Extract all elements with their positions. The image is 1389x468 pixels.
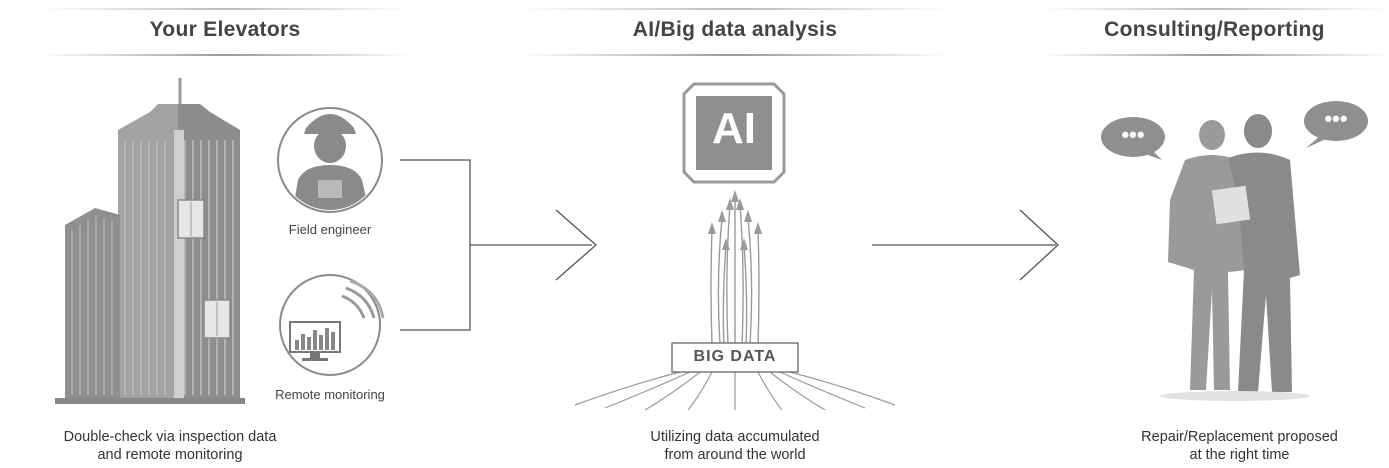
title-analysis: AI/Big data analysis [632,18,838,41]
caption-elevators: Double-check via inspection data and rem… [10,428,330,464]
title-rule-top-elevators [40,8,410,10]
title-rule-top-consulting [1040,8,1389,10]
title-consulting: Consulting/Reporting [1104,18,1325,41]
title-rule-top-analysis [520,8,950,10]
caption-analysis: Utilizing data accumulated from around t… [575,428,895,464]
caption-consulting-line2: at the right time [1189,447,1290,463]
bubble-dots-left: ••• [1121,122,1145,147]
caption-consulting-line1: Repair/Replacement proposed [1141,429,1338,445]
caption-elevators-line2: and remote monitoring [97,447,243,463]
title-elevators: Your Elevators [149,18,301,41]
caption-analysis-line2: from around the world [664,447,806,463]
field-engineer-label: Field engineer [288,222,372,237]
caption-consulting: Repair/Replacement proposed at the right… [1090,428,1389,464]
caption-analysis-line1: Utilizing data accumulated [650,429,820,445]
caption-elevators-line1: Double-check via inspection data [63,429,277,445]
bubble-dots-right: ••• [1324,106,1348,131]
ai-chip-label: AI [712,104,756,153]
remote-monitoring-label: Remote monitoring [275,387,385,402]
title-rule-bottom-elevators [40,54,410,56]
big-data-label: BIG DATA [693,348,777,365]
title-rule-bottom-analysis [520,54,950,56]
title-rule-bottom-consulting [1040,54,1389,56]
